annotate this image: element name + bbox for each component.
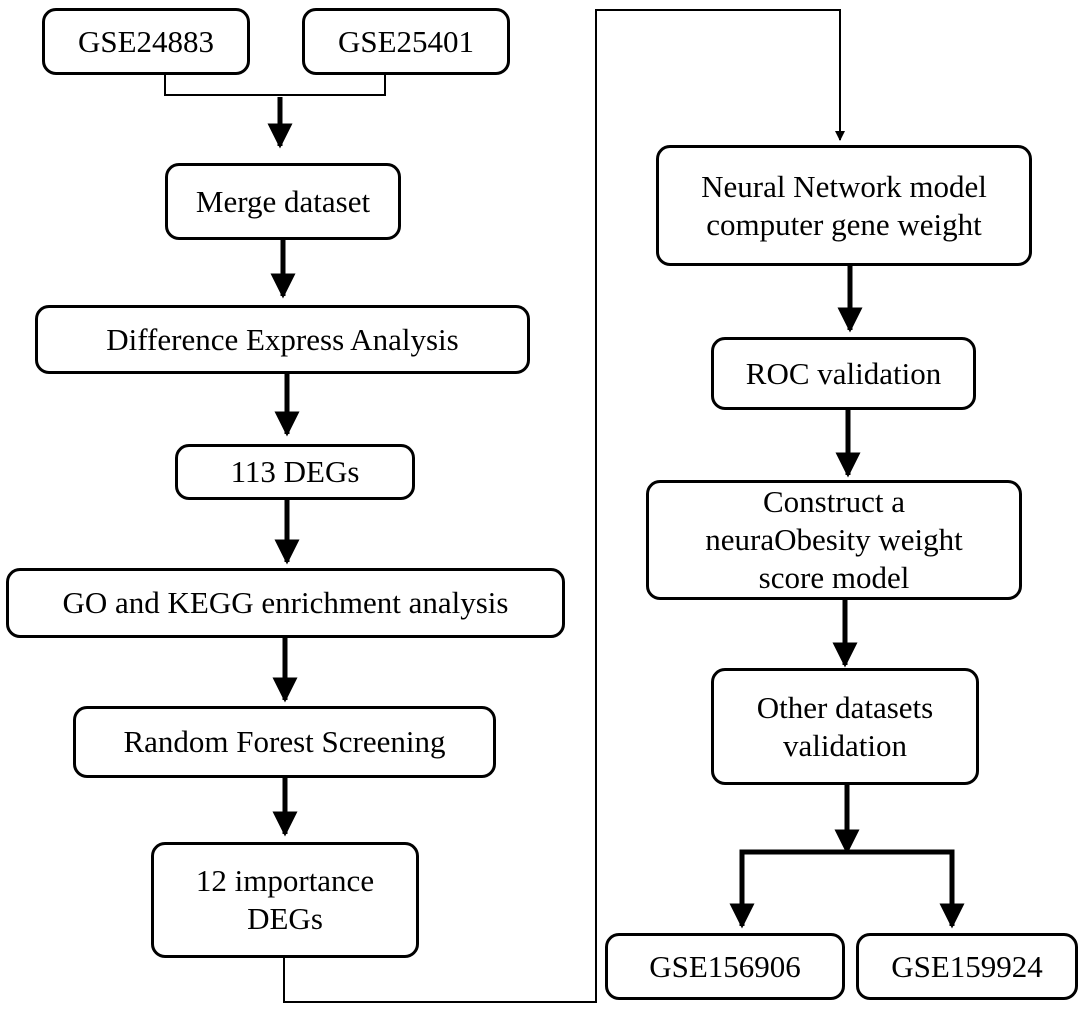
- degs-113-label: 113 DEGs: [230, 454, 360, 489]
- other-line-2: validation: [783, 727, 907, 763]
- merge-bracket: [164, 75, 386, 96]
- gse24883-box: GSE24883: [42, 8, 250, 75]
- construct-line-2: neuraObesity weight: [705, 522, 963, 557]
- gse159924-label: GSE159924: [891, 948, 1043, 984]
- merge-dataset-box: Merge dataset: [165, 163, 401, 240]
- merge-dataset-label: Merge dataset: [195, 183, 371, 219]
- construct-line-3: score model: [758, 560, 910, 595]
- random-forest-box: Random Forest Screening: [73, 706, 496, 778]
- gse159924-box: GSE159924: [856, 933, 1078, 1000]
- gse25401-label: GSE25401: [337, 23, 475, 59]
- neural-network-box: Neural Network model computer gene weigh…: [656, 145, 1032, 266]
- construct-model-box: Construct a neuraObesity weight score mo…: [646, 480, 1022, 600]
- random-forest-label: Random Forest Screening: [123, 724, 446, 759]
- gse24883-label: GSE24883: [77, 23, 215, 59]
- roc-validation-box: ROC validation: [711, 337, 976, 410]
- go-kegg-box: GO and KEGG enrichment analysis: [6, 568, 565, 638]
- construct-line-1: Construct a: [762, 484, 906, 519]
- split-bar: [739, 849, 955, 925]
- other-line-1: Other datasets: [756, 689, 934, 725]
- importance-degs-box: 12 importance DEGs: [151, 842, 419, 958]
- cross-connector: [283, 9, 845, 1003]
- difference-express-label: Difference Express Analysis: [106, 321, 459, 357]
- difference-express-box: Difference Express Analysis: [35, 305, 530, 374]
- importance-line-2: DEGs: [247, 901, 323, 936]
- other-datasets-box: Other datasets validation: [711, 668, 979, 785]
- importance-line-1: 12 importance: [195, 863, 375, 898]
- neural-line-1: Neural Network model: [701, 168, 987, 204]
- go-kegg-label: GO and KEGG enrichment analysis: [62, 585, 509, 620]
- roc-validation-label: ROC validation: [745, 355, 942, 391]
- gse25401-box: GSE25401: [302, 8, 510, 75]
- gse156906-label: GSE156906: [649, 948, 801, 984]
- neural-line-2: computer gene weight: [706, 206, 982, 242]
- gse156906-box: GSE156906: [605, 933, 845, 1000]
- degs-113-box: 113 DEGs: [175, 444, 415, 500]
